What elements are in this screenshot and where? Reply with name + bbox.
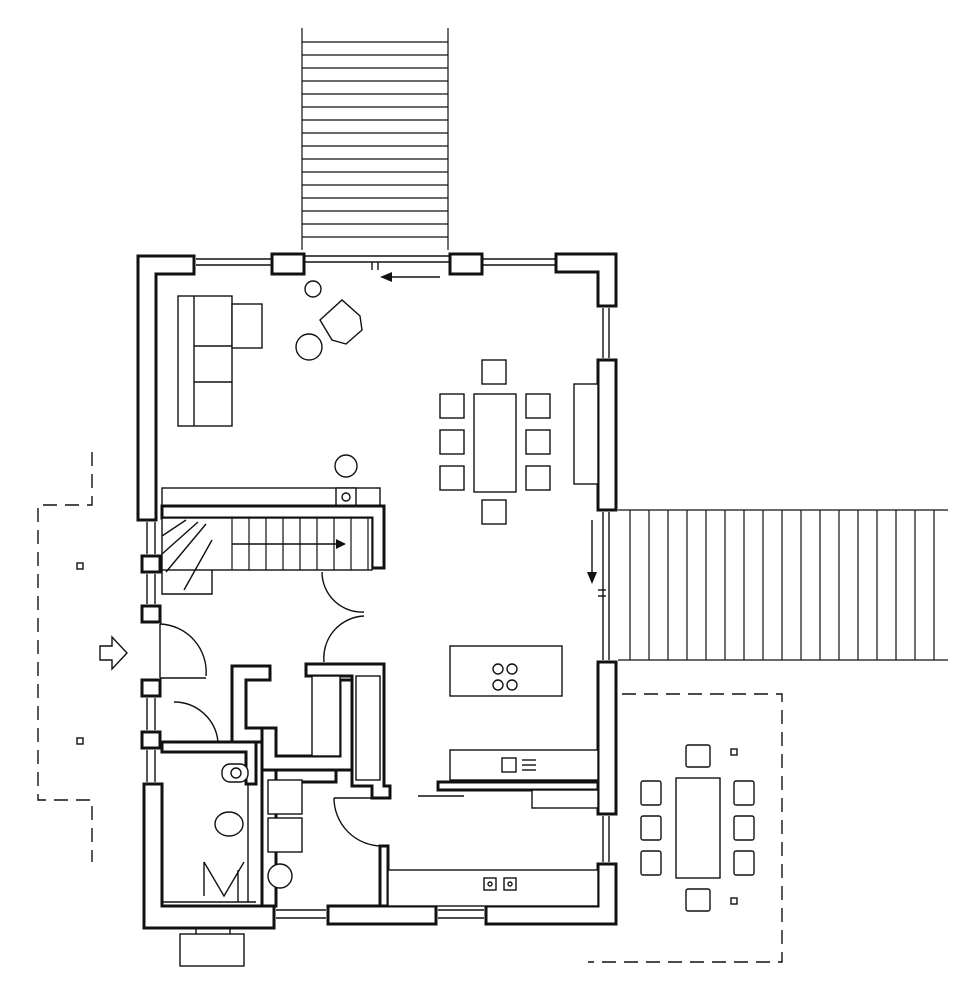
washing-machine (267, 779, 303, 815)
sink (483, 877, 497, 891)
north-deck (301, 28, 449, 250)
east-dining-terrace (588, 693, 783, 963)
sofa (177, 295, 263, 427)
hob (492, 663, 518, 691)
living-area (161, 280, 381, 507)
utility-room (260, 768, 390, 908)
armchair (319, 299, 363, 345)
dryer (267, 817, 303, 853)
dining-area (439, 359, 599, 525)
dining-chairs (439, 359, 551, 525)
sideboard (573, 383, 599, 485)
sink-counter (387, 869, 599, 907)
side-table-2 (295, 333, 323, 361)
guest-wc (160, 664, 272, 903)
wardrobe (260, 662, 392, 800)
sliding-door-arrow-east (587, 520, 606, 597)
kitchen-island (449, 645, 563, 697)
dining-table (473, 393, 517, 493)
boiler (267, 863, 293, 889)
kitchen (387, 645, 600, 907)
bench (179, 933, 245, 967)
kitchen-counter (436, 749, 600, 809)
side-table-1 (304, 280, 322, 298)
oven (501, 757, 517, 773)
sliding-door-arrow-north (371, 262, 440, 282)
entrance-door (159, 623, 207, 679)
toilet (214, 811, 244, 837)
terrace-table (675, 777, 721, 879)
terrace-chairs (640, 744, 755, 912)
exterior-walls (136, 252, 618, 967)
east-deck (618, 509, 948, 661)
staircase (160, 504, 386, 595)
entrance-arrow-icon (99, 635, 128, 671)
side-table-3 (334, 454, 358, 478)
west-entrance-canopy (37, 452, 128, 862)
hall-double-door (321, 571, 365, 663)
